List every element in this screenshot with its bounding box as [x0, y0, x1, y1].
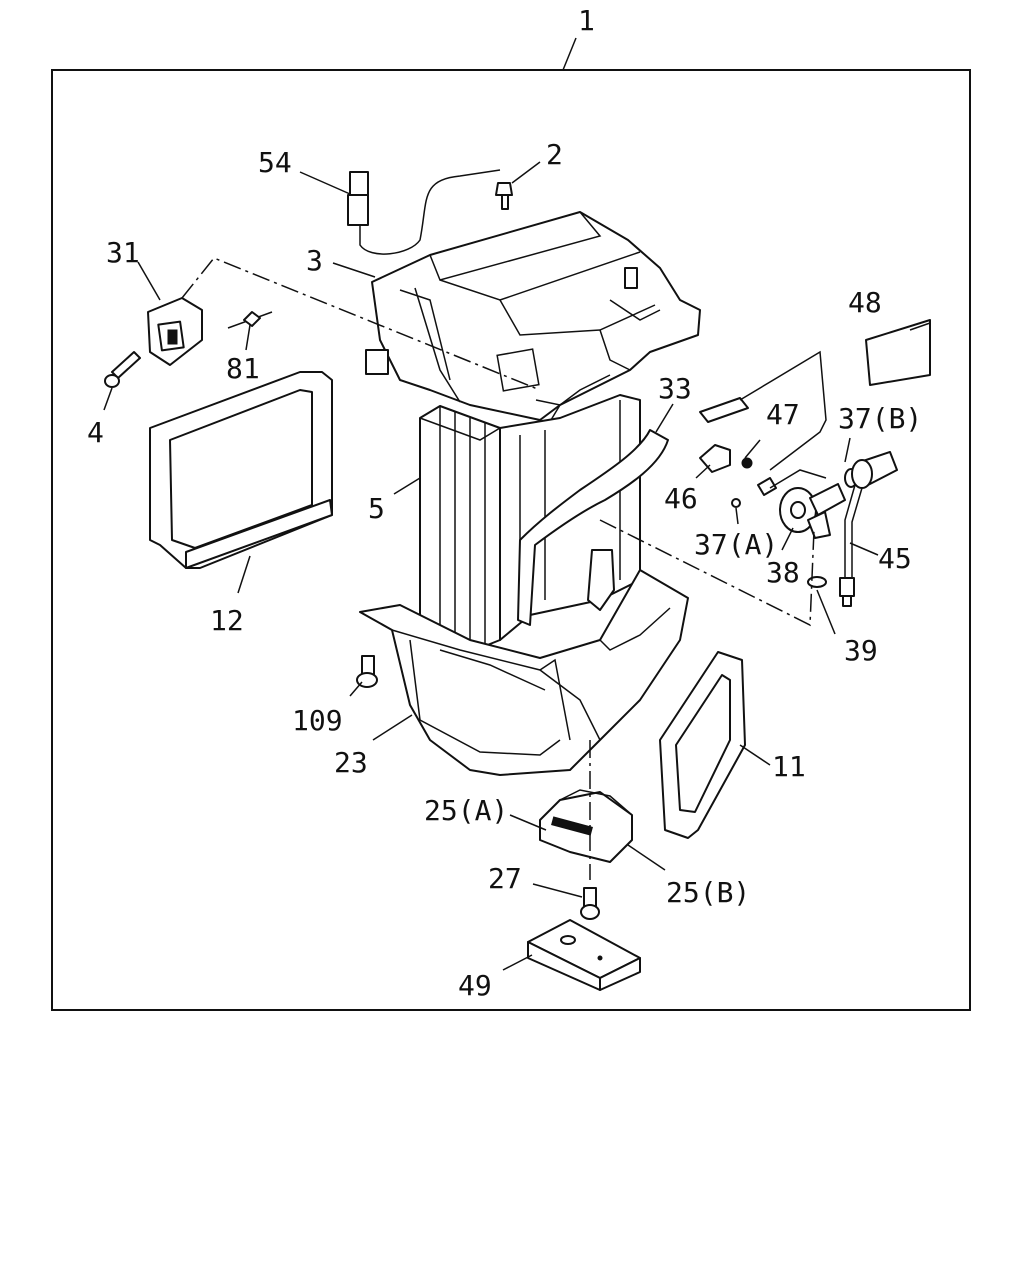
expansion-valve [699, 350, 898, 607]
callout-27: 27 [488, 862, 522, 895]
insulation-pad [865, 319, 931, 386]
upper-case [365, 211, 701, 442]
callout-33: 33 [658, 372, 692, 405]
callout-25a: 25(A) [424, 794, 508, 827]
thermistor-sensor [347, 169, 513, 255]
callout-25b: 25(B) [666, 876, 750, 909]
callout-39: 39 [844, 634, 878, 667]
screw-109 [356, 655, 378, 688]
screw-27 [580, 887, 600, 920]
screw-4 [104, 351, 141, 388]
callout-45: 45 [878, 542, 912, 575]
callout-47: 47 [766, 398, 800, 431]
callout-31: 31 [106, 236, 140, 269]
callout-12: 12 [210, 604, 244, 637]
callout-109: 109 [292, 704, 343, 737]
callout-labels: 1 2 3 54 31 4 81 5 12 33 47 46 37(B) 37(… [87, 4, 922, 1002]
centerline-resistor [181, 257, 541, 391]
blower-resistor [147, 297, 203, 366]
wire-clip [227, 311, 273, 329]
leader-lines [103, 37, 931, 971]
centerline-valve [599, 519, 815, 627]
seal-frame [149, 371, 333, 569]
evaporator-core [419, 405, 501, 653]
callout-37a: 37(A) [694, 528, 778, 561]
callout-48: 48 [848, 286, 882, 319]
callout-2: 2 [546, 138, 563, 171]
drain-hose [517, 429, 669, 626]
lower-case [359, 569, 689, 776]
heater-unit-assembly [359, 211, 701, 776]
seal-frame-right [659, 651, 746, 839]
callout-4: 4 [87, 416, 104, 449]
callout-3: 3 [306, 244, 323, 277]
callout-1: 1 [578, 4, 595, 37]
callout-5: 5 [368, 492, 385, 525]
callout-37b: 37(B) [838, 402, 922, 435]
pad-49 [527, 919, 641, 991]
callout-49: 49 [458, 969, 492, 1002]
callout-38: 38 [766, 556, 800, 589]
callout-54: 54 [258, 146, 292, 179]
diagram-frame [51, 69, 971, 1011]
bracket-25 [539, 789, 633, 863]
callout-46: 46 [664, 482, 698, 515]
callout-81: 81 [226, 352, 260, 385]
callout-11: 11 [772, 750, 806, 783]
callout-23: 23 [334, 746, 368, 779]
